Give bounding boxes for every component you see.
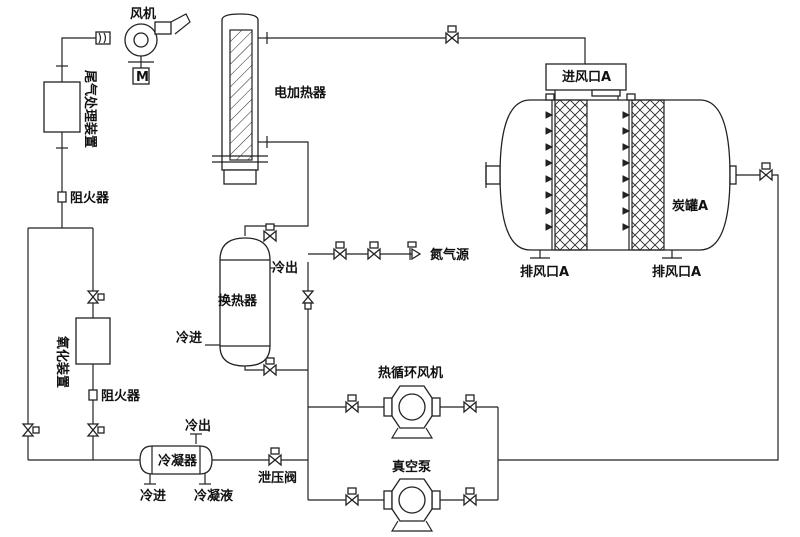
- heat-exchanger-label: 换热器: [218, 293, 258, 309]
- flame-arrestor-mid: [88, 389, 98, 401]
- valve-n2-1: [333, 241, 347, 261]
- condenser-label: 冷凝器: [158, 453, 198, 469]
- vacuum-pump-label: 真空泵: [392, 459, 431, 475]
- motor-icon: [132, 67, 150, 85]
- oxidation-unit-label: 氧化装置: [54, 335, 70, 388]
- valve-tank-right: [759, 162, 773, 182]
- inlet-a-label: 进风口A: [562, 70, 611, 85]
- heat-exchanger: [219, 237, 271, 367]
- flame-arrestor-top-label: 阻火器: [70, 191, 110, 206]
- valve-hx-bottom: [263, 357, 277, 377]
- cond-cold-out-label: 冷出: [185, 418, 211, 434]
- fan-unit: M: [95, 13, 191, 85]
- exhaust-treatment-label: 尾气处理装置: [82, 70, 98, 148]
- valve-far-left: [21, 423, 40, 437]
- flame-arrestor-top: [57, 191, 67, 203]
- valve-hx-top: [263, 223, 277, 243]
- hot-circ-fan-label: 热循环风机: [378, 365, 443, 381]
- valve-top-line: [445, 25, 459, 45]
- carbon-tank: [485, 63, 737, 259]
- valve-hot-left: [345, 394, 359, 414]
- valves: [21, 25, 773, 507]
- hx-cold-out-label: 冷出: [272, 260, 298, 276]
- nitrogen-source-label: 氮气源: [430, 247, 469, 263]
- valve-left-lower: [86, 423, 105, 437]
- condenser: [139, 433, 213, 485]
- valve-left-vertical: [86, 290, 105, 304]
- condensate-label: 冷凝液: [194, 488, 233, 504]
- relief-valve-label: 泄压阀: [258, 470, 297, 486]
- cond-cold-in-label: 冷进: [140, 488, 166, 504]
- outlet-a-left-label: 排风口A: [520, 264, 569, 280]
- hot-circulation-fan: [383, 385, 441, 439]
- motor-label: M: [136, 70, 149, 85]
- electric-heater: [212, 13, 268, 185]
- valve-vac-right: [463, 487, 477, 507]
- valve-relief: [268, 447, 282, 467]
- fan-label: 风机: [130, 6, 156, 22]
- vacuum-pump: [383, 478, 441, 532]
- valve-vac-left: [345, 487, 359, 507]
- carbon-tank-label: 炭罐A: [672, 198, 708, 214]
- valve-main-vertical: [301, 290, 315, 310]
- nitrogen-source-valve: [407, 241, 422, 261]
- valve-hot-right: [463, 394, 477, 414]
- electric-heater-label: 电加热器: [274, 85, 327, 101]
- valve-n2-2: [367, 241, 381, 261]
- oxidation-unit: [75, 317, 111, 365]
- exhaust-treatment-unit: [43, 81, 81, 133]
- hx-cold-in-label: 冷进: [176, 330, 202, 346]
- outlet-a-right-label: 排风口A: [652, 264, 701, 280]
- flame-arrestor-mid-label: 阻火器: [101, 389, 141, 404]
